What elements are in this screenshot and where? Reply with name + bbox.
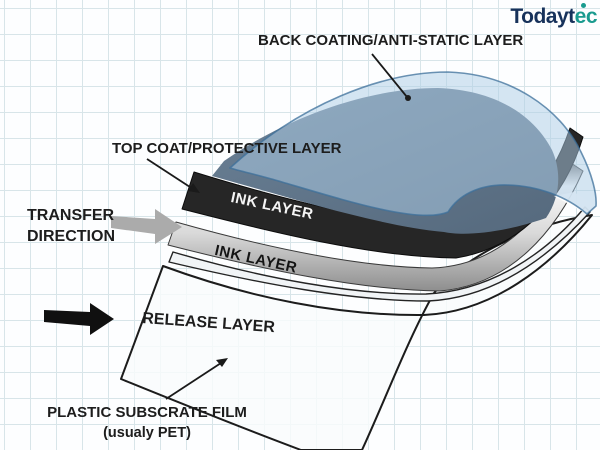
back-coating-label: BACK COATING/ANTI-STATIC LAYER: [258, 32, 524, 49]
substrate-leader-line: [165, 358, 228, 400]
top-coat-label: TOP COAT/PROTECTIVE LAYER: [112, 140, 342, 157]
transfer-direction-arrow: [111, 209, 182, 244]
substrate-label-line2: (usualy PET): [103, 425, 191, 441]
film-feed-arrow: [44, 303, 114, 335]
back-coating-anti-static-layer-shape: [229, 71, 597, 217]
todaytec-logo: Todaytec: [510, 3, 598, 29]
logo-text-accent-c: c: [585, 5, 598, 28]
logo-text-accent-e: e: [574, 5, 587, 28]
substrate-label: PLASTIC SUBSCRATE FILM (usualy PET): [28, 403, 266, 443]
transfer-direction-label: TRANSFER DIRECTION: [27, 205, 115, 247]
logo-orbit-dot: [581, 3, 586, 8]
substrate-label-line1: PLASTIC SUBSCRATE FILM: [47, 404, 247, 421]
transfer-direction-line2: DIRECTION: [27, 228, 115, 245]
back-coating-leader-line: [371, 53, 411, 101]
transfer-direction-line1: TRANSFER: [27, 207, 115, 224]
top-coat-leader-line: [146, 158, 200, 193]
logo-text-main: Todayt: [510, 5, 575, 28]
